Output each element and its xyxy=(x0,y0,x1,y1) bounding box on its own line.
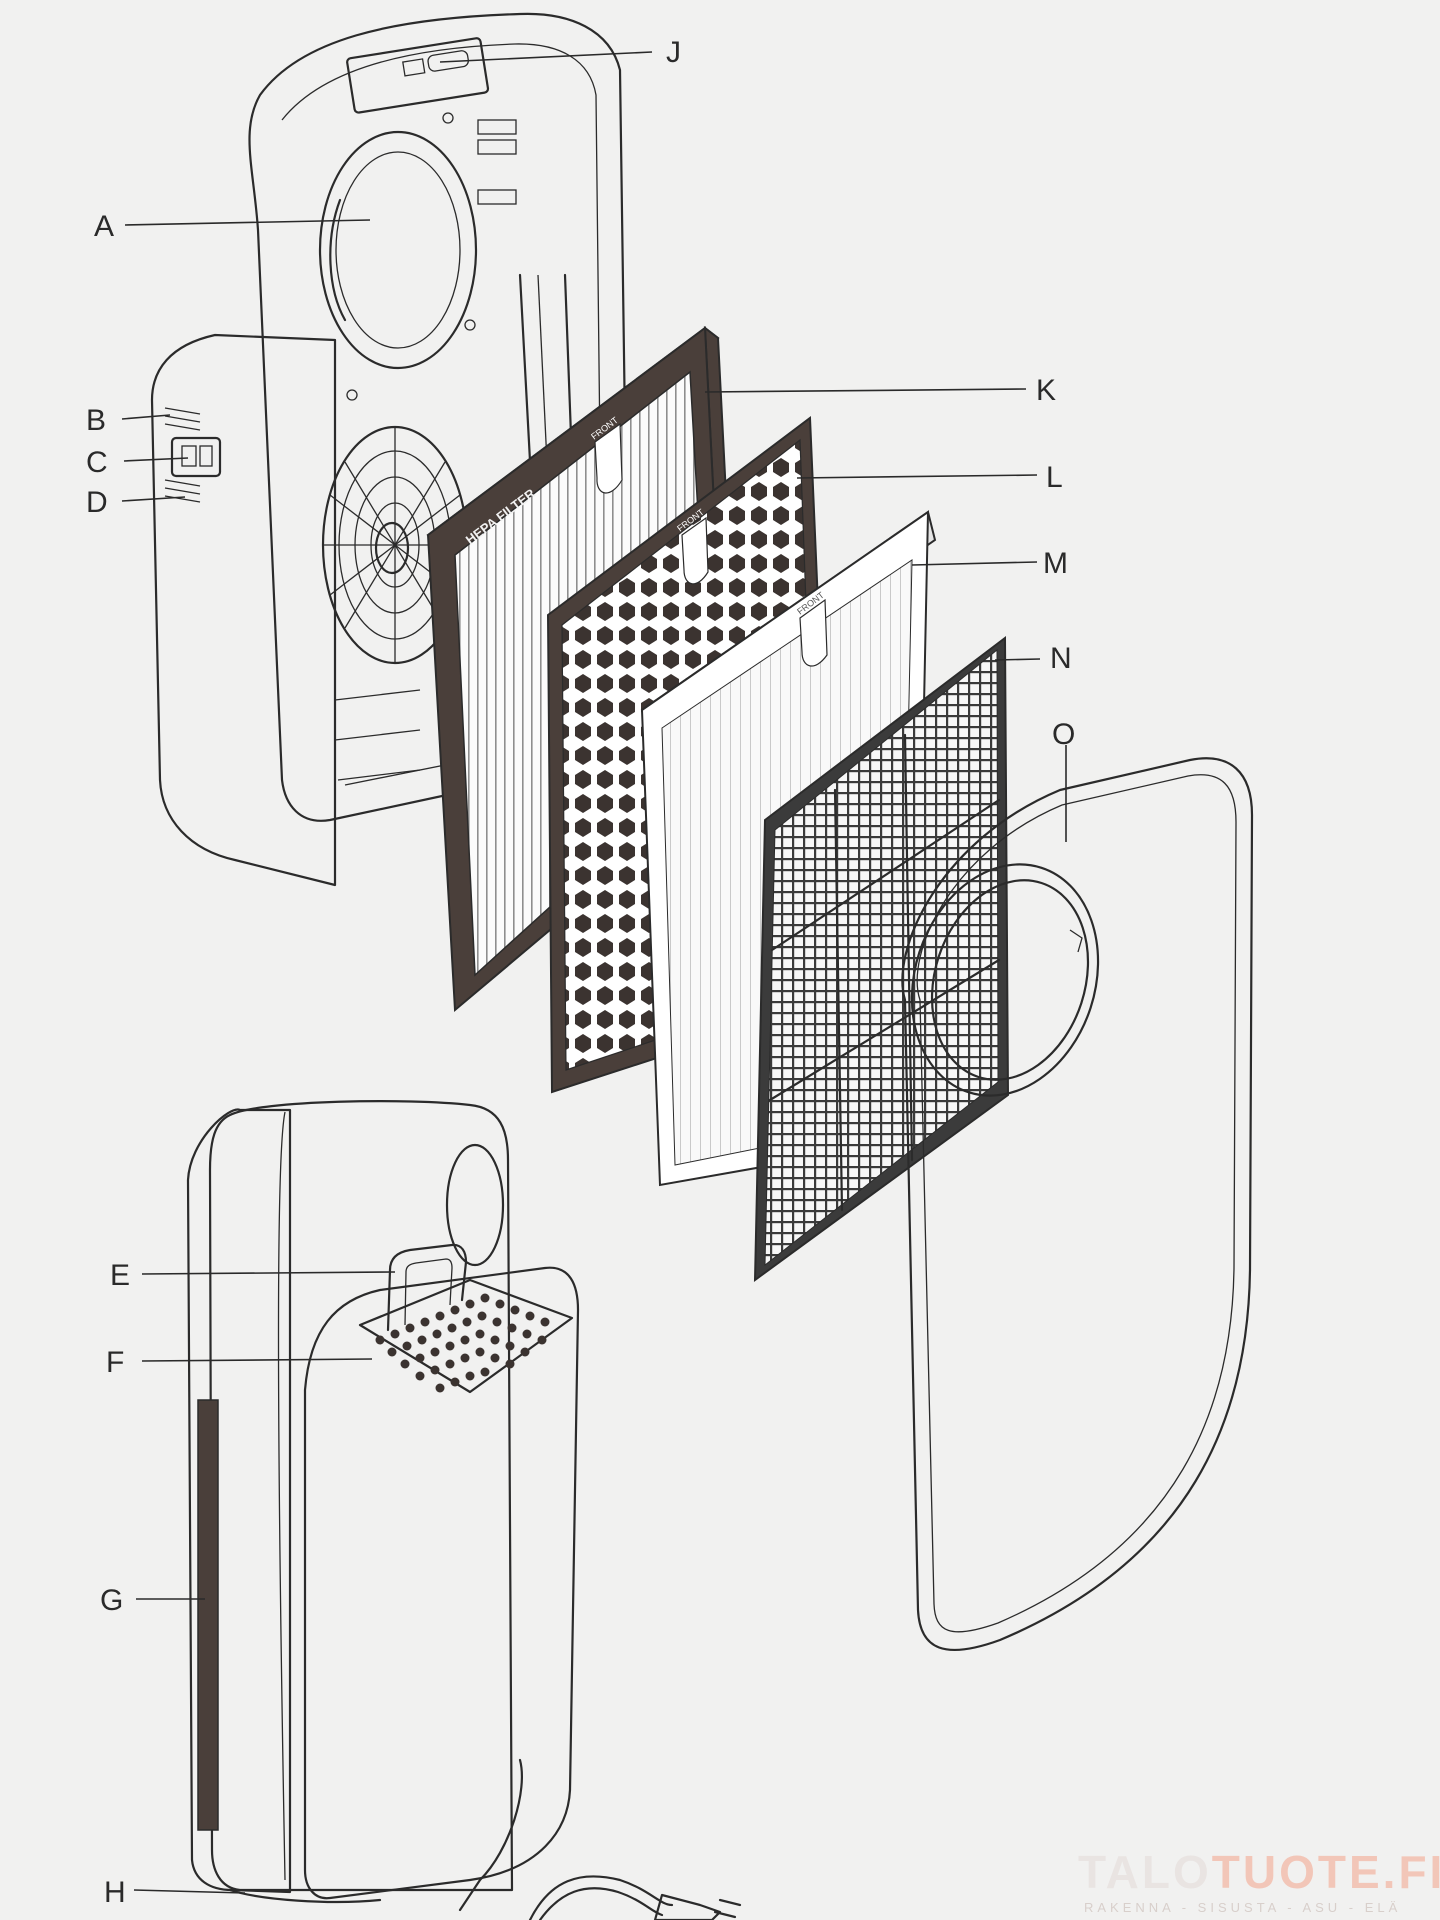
watermark-part2: TUOTE.FI xyxy=(1212,1846,1440,1898)
power-cord xyxy=(528,1875,674,1920)
side-socket-panel xyxy=(170,436,222,478)
label-m: M xyxy=(1043,547,1068,580)
carry-handle xyxy=(386,1243,468,1332)
label-j: J xyxy=(666,36,681,69)
leader-lines xyxy=(121,51,1067,1894)
label-g: G xyxy=(100,1584,123,1617)
label-d: D xyxy=(86,486,108,519)
control-display-panel xyxy=(346,37,490,114)
label-a: A xyxy=(94,210,114,243)
label-b: B xyxy=(86,404,106,437)
watermark-part1: TALO xyxy=(1078,1846,1212,1898)
watermark-tagline: RAKENNA - SISUSTA - ASU - ELÄ xyxy=(1084,1900,1401,1915)
mesh-filter xyxy=(753,635,1010,1283)
label-n: N xyxy=(1050,642,1072,675)
front-cover xyxy=(901,757,1254,1652)
label-f: F xyxy=(106,1346,124,1379)
watermark-logo: TALOTUOTE.FI RAKENNA - SISUSTA - ASU - E… xyxy=(1078,1846,1440,1915)
label-k: K xyxy=(1036,374,1056,407)
label-e: E xyxy=(110,1259,130,1292)
callout-labels: A B C D E F G H J K L M N O xyxy=(86,36,1075,1909)
air-outlet-ring xyxy=(318,130,478,370)
label-c: C xyxy=(86,446,108,479)
side-vent-grille xyxy=(164,407,201,503)
top-grille xyxy=(375,1293,550,1393)
power-plug xyxy=(653,1893,722,1920)
svg-text:TALOTUOTE.FI: TALOTUOTE.FI xyxy=(1078,1846,1440,1898)
label-h: H xyxy=(104,1876,126,1909)
label-o: O xyxy=(1052,718,1075,751)
label-l: L xyxy=(1046,461,1063,494)
side-window-strip xyxy=(197,1399,219,1831)
assembled-unit xyxy=(186,1100,742,1920)
